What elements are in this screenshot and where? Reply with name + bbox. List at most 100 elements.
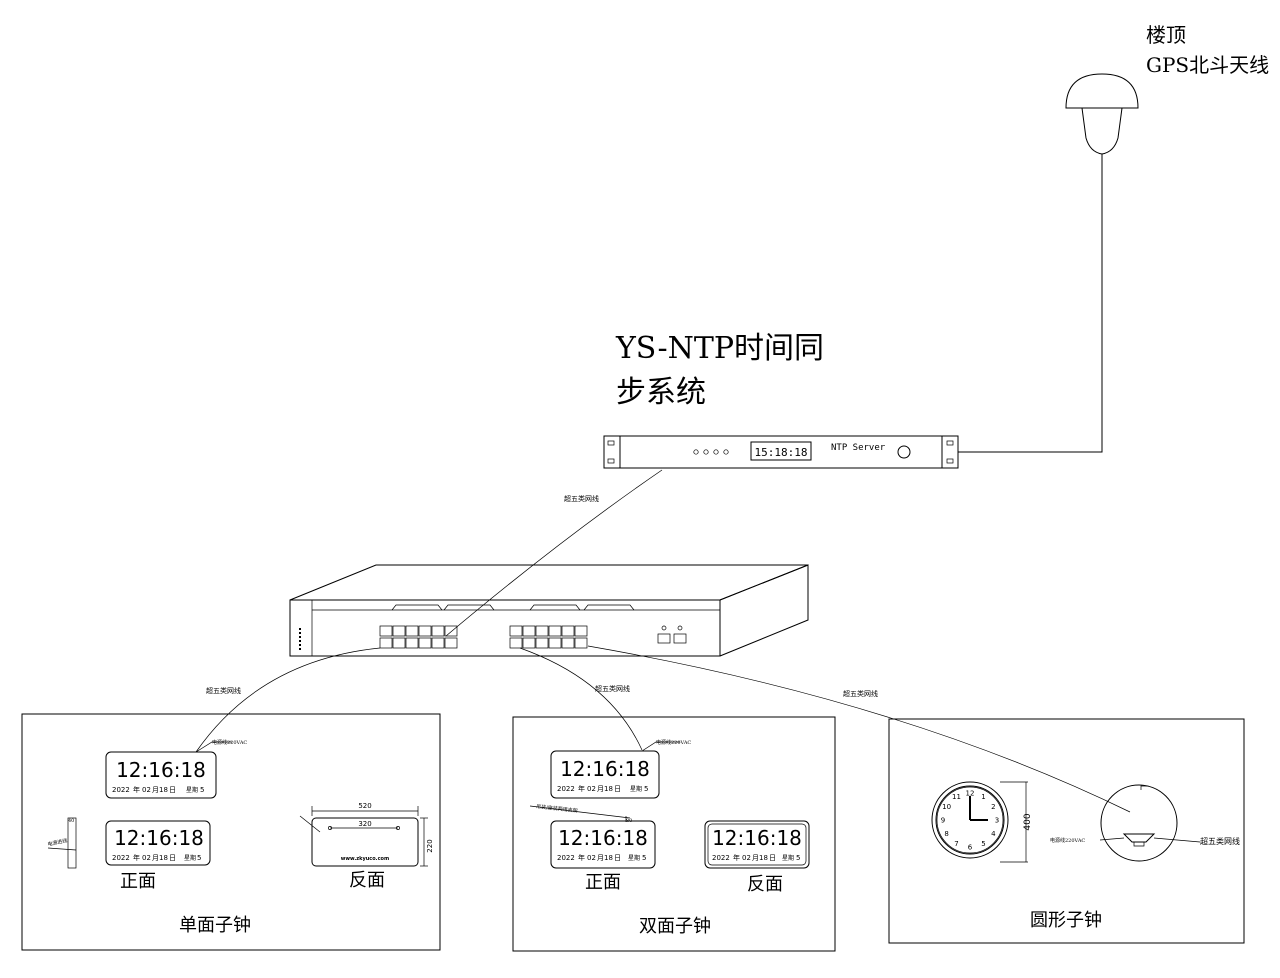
clock-time: 12:16:18 xyxy=(114,826,204,850)
clock-time: 12:16:18 xyxy=(560,757,650,781)
clock-weekday-label: 星期 xyxy=(628,854,640,862)
dial-number: 3 xyxy=(995,817,999,825)
clock-year: 2022 xyxy=(112,786,130,794)
clock-year: 2022 xyxy=(712,854,730,862)
clock-day-char: 日 xyxy=(169,854,176,862)
uplink-port-2 xyxy=(673,633,687,644)
cable-switch-single xyxy=(195,647,381,753)
clock-weekday-num: 5 xyxy=(197,854,201,862)
dial-number: 6 xyxy=(968,844,973,852)
clock-double-back xyxy=(704,820,810,869)
clock-month-char: 月 xyxy=(152,854,159,862)
clock-day-char: 日 xyxy=(614,854,621,862)
clock-single-top xyxy=(105,751,217,799)
clock-weekday-num: 5 xyxy=(644,785,648,793)
single-dim-inner: 320 xyxy=(358,820,371,828)
dial-number: 9 xyxy=(941,817,945,825)
clock-day-char: 日 xyxy=(769,854,776,862)
cable-label-round-side: 超五类网线 xyxy=(1200,836,1240,846)
clock-year-char: 年 xyxy=(133,785,140,794)
clock-time: 12:16:18 xyxy=(712,826,802,850)
clock-weekday-label: 星期 xyxy=(184,854,196,862)
power-label-double: 电源线220VAC xyxy=(656,739,691,746)
switch-ports-left xyxy=(379,625,458,649)
clock-month: 02 xyxy=(142,854,151,862)
system-title-line1: YS-NTP时间同 xyxy=(615,331,824,366)
clock-weekday-label: 星期 xyxy=(782,854,794,862)
dial-number: 2 xyxy=(991,803,995,811)
double-panel-title: 双面子钟 xyxy=(639,916,711,937)
single-dim-width: 520 xyxy=(358,802,371,810)
double-side-dim: 80 xyxy=(626,818,632,824)
ntp-server xyxy=(603,435,959,469)
double-side-text: 吊装/座装两用支架 xyxy=(536,803,578,814)
clock-weekday-num: 5 xyxy=(200,786,204,794)
system-title-line2: 步系统 xyxy=(616,375,706,410)
antenna-label-line1: 楼顶 xyxy=(1146,23,1186,47)
ntp-time-display xyxy=(750,441,812,461)
dial-number: 4 xyxy=(991,830,996,838)
clock-weekday-label: 星期 xyxy=(186,786,198,794)
dial-number: 12 xyxy=(966,790,975,798)
cable-switch-round xyxy=(587,645,1131,813)
clock-weekday-num: 5 xyxy=(796,854,800,862)
round-clock-panel xyxy=(888,718,1245,944)
clock-day: 18 xyxy=(604,785,613,793)
dial-number: 5 xyxy=(981,840,985,848)
clock-year-char: 年 xyxy=(733,853,740,862)
ntp-knob xyxy=(897,445,911,459)
clock-year-char: 年 xyxy=(133,853,140,862)
dial-number: 8 xyxy=(944,830,948,838)
clock-weekday-label: 星期 xyxy=(630,785,642,793)
single-side-view xyxy=(47,817,77,869)
ntp-time: 15:18:18 xyxy=(755,446,808,459)
round-clock-side xyxy=(1099,784,1201,862)
clock-year: 2022 xyxy=(112,854,130,862)
clock-year-char: 年 xyxy=(578,853,585,862)
double-front-label: 正面 xyxy=(585,872,621,893)
double-back-label: 反面 xyxy=(747,874,783,895)
network-switch xyxy=(289,564,809,657)
clock-double-front xyxy=(529,805,656,869)
clock-day: 18 xyxy=(759,854,768,862)
dial-number: 11 xyxy=(952,793,961,801)
power-label-single: 电源线220VAC xyxy=(212,739,247,746)
clock-day: 18 xyxy=(604,854,613,862)
round-dim: 400 xyxy=(1023,813,1033,830)
clock-year: 2022 xyxy=(557,854,575,862)
clock-single-front xyxy=(105,820,211,866)
round-panel-title: 圆形子钟 xyxy=(1030,910,1102,931)
single-back-label: 反面 xyxy=(349,870,385,891)
single-clock-panel xyxy=(21,713,441,951)
dial-number: 1 xyxy=(981,793,985,801)
single-back-view xyxy=(299,806,428,867)
dial-number: 7 xyxy=(954,840,958,848)
clock-month-char: 月 xyxy=(752,854,759,862)
clock-month: 02 xyxy=(742,854,751,862)
clock-day: 18 xyxy=(159,854,168,862)
cable-server-switch xyxy=(445,469,663,637)
single-side-text: 电源进线 xyxy=(47,837,68,848)
clock-weekday-num: 5 xyxy=(642,854,646,862)
double-clock-panel xyxy=(512,716,836,952)
round-power-text: 电源线220VAC xyxy=(1050,837,1085,844)
clock-month: 02 xyxy=(142,786,151,794)
switch-ports-right xyxy=(509,625,588,649)
cable-switch-double xyxy=(519,647,643,751)
single-website: www.zkyuco.com xyxy=(341,856,389,862)
clock-day-char: 日 xyxy=(614,785,621,793)
cable-label-switch-single: 超五类网线 xyxy=(206,686,241,695)
clock-year: 2022 xyxy=(557,785,575,793)
single-dim-height: 220 xyxy=(426,839,434,852)
clock-month-char: 月 xyxy=(152,786,159,794)
cable-label-switch-double: 超五类网线 xyxy=(595,684,630,693)
clock-day: 18 xyxy=(159,786,168,794)
clock-month-char: 月 xyxy=(597,854,604,862)
gps-antenna xyxy=(958,73,1139,453)
clock-double-top xyxy=(550,750,660,799)
clock-month: 02 xyxy=(587,785,596,793)
ntp-server-label: NTP Server xyxy=(831,443,886,453)
single-panel-title: 单面子钟 xyxy=(179,915,251,936)
single-dim-side: 40 xyxy=(68,818,74,824)
